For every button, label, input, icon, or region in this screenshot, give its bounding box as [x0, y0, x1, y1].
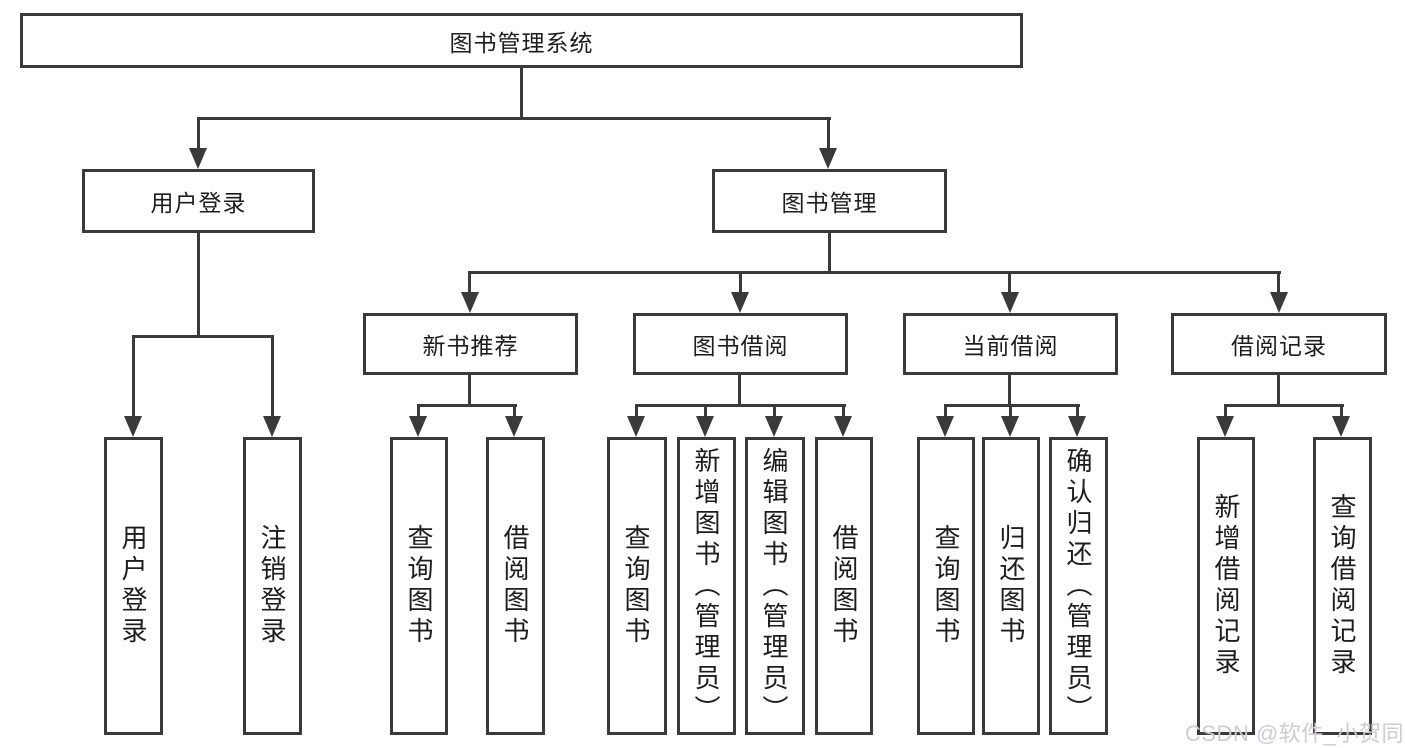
arrow-down-icon: [189, 148, 207, 169]
leaf-confirm-return-admin: 确认归还（管理员）: [1049, 437, 1108, 735]
connector-to-user-login: [197, 117, 200, 155]
connector-user-login-stem: [197, 233, 200, 338]
node-label: 用户登录: [150, 190, 247, 216]
node-borrowing-records: 借阅记录: [1171, 313, 1387, 375]
connector-to-node: [1277, 271, 1280, 299]
connector-book-management-stem: [828, 233, 831, 274]
arrow-down-icon: [1332, 416, 1350, 437]
node-label: 图书借阅: [692, 333, 789, 359]
leaf-return-books: 归还图书: [982, 437, 1040, 735]
leaf-query-books-2: 查询图书: [607, 437, 667, 735]
leaf-borrow-books: 借阅图书: [486, 437, 545, 735]
connector-stem: [1277, 375, 1280, 407]
arrow-down-icon: [765, 416, 783, 437]
connector-branch: [1224, 404, 1344, 407]
leaf-add-book-admin: 新增图书（管理员）: [677, 437, 736, 735]
node-new-book-recommendation: 新书推荐: [363, 313, 578, 375]
node-book-management: 图书管理: [712, 169, 947, 233]
node-library-management-system: 图书管理系统: [20, 13, 1023, 68]
connector-to-leaf: [513, 404, 516, 423]
leaf-add-borrow-record: 新增借阅记录: [1197, 437, 1255, 735]
connector-to-leaf: [842, 404, 845, 423]
node-label: 图书管理系统: [449, 29, 594, 56]
node-label: 当前借阅: [962, 333, 1059, 359]
node-label: 新书推荐: [422, 333, 519, 359]
arrow-down-icon: [627, 416, 645, 437]
connector-to-leaf: [271, 335, 274, 423]
leaf-query-borrow-record: 查询借阅记录: [1313, 437, 1372, 735]
arrow-down-icon: [461, 292, 479, 313]
connector-to-leaf: [417, 404, 420, 423]
arrow-down-icon: [696, 416, 714, 437]
leaf-query-books-3: 查询图书: [917, 437, 975, 735]
arrow-down-icon: [1068, 416, 1086, 437]
connector-root-stem: [520, 68, 523, 119]
connector-branch: [417, 404, 517, 407]
connector-to-node: [468, 271, 471, 299]
leaf-query-books: 查询图书: [390, 437, 448, 735]
connector-to-leaf: [1076, 404, 1079, 423]
leaf-edit-book-admin: 编辑图书（管理员）: [745, 437, 805, 735]
connector-branch: [635, 404, 846, 407]
arrow-down-icon: [1270, 292, 1288, 313]
arrow-down-icon: [263, 416, 281, 437]
arrow-down-icon: [936, 416, 954, 437]
leaf-borrow-books-2: 借阅图书: [815, 437, 873, 735]
connector-root-branch: [197, 117, 831, 120]
connector-to-leaf: [132, 335, 135, 423]
connector-to-node: [1008, 271, 1011, 299]
csdn-watermark: CSDN @软件_小贺同学: [1185, 721, 1405, 746]
connector-user-login-branch: [133, 335, 274, 338]
connector-to-node: [739, 271, 742, 299]
connector-to-leaf: [1224, 404, 1227, 423]
arrow-down-icon: [834, 416, 852, 437]
arrow-down-icon: [409, 416, 427, 437]
connector-to-leaf: [1009, 404, 1012, 423]
connector-branch: [944, 404, 1080, 407]
arrow-down-icon: [1001, 292, 1019, 313]
arrow-down-icon: [505, 416, 523, 437]
connector-to-leaf: [944, 404, 947, 423]
connector-to-leaf: [704, 404, 707, 423]
arrow-down-icon: [1001, 416, 1019, 437]
connector-to-leaf: [1340, 404, 1343, 423]
node-label: 借阅记录: [1231, 333, 1327, 359]
arrow-down-icon: [1216, 416, 1234, 437]
connector-to-book-management: [827, 117, 830, 155]
arrow-down-icon: [731, 292, 749, 313]
connector-book-management-branch: [468, 271, 1281, 274]
leaf-logout: 注销登录: [243, 437, 302, 735]
node-current-borrowing: 当前借阅: [903, 313, 1118, 375]
connector-stem: [738, 375, 741, 407]
connector-to-leaf: [773, 404, 776, 423]
arrow-down-icon: [124, 416, 142, 437]
node-label: 图书管理: [781, 190, 878, 216]
node-user-login: 用户登录: [82, 169, 315, 233]
connector-to-leaf: [635, 404, 638, 423]
arrow-down-icon: [819, 148, 837, 169]
leaf-user-login: 用户登录: [104, 437, 163, 735]
connector-stem: [1008, 375, 1011, 407]
connector-stem: [468, 375, 471, 407]
node-book-borrowing: 图书借阅: [633, 313, 848, 375]
